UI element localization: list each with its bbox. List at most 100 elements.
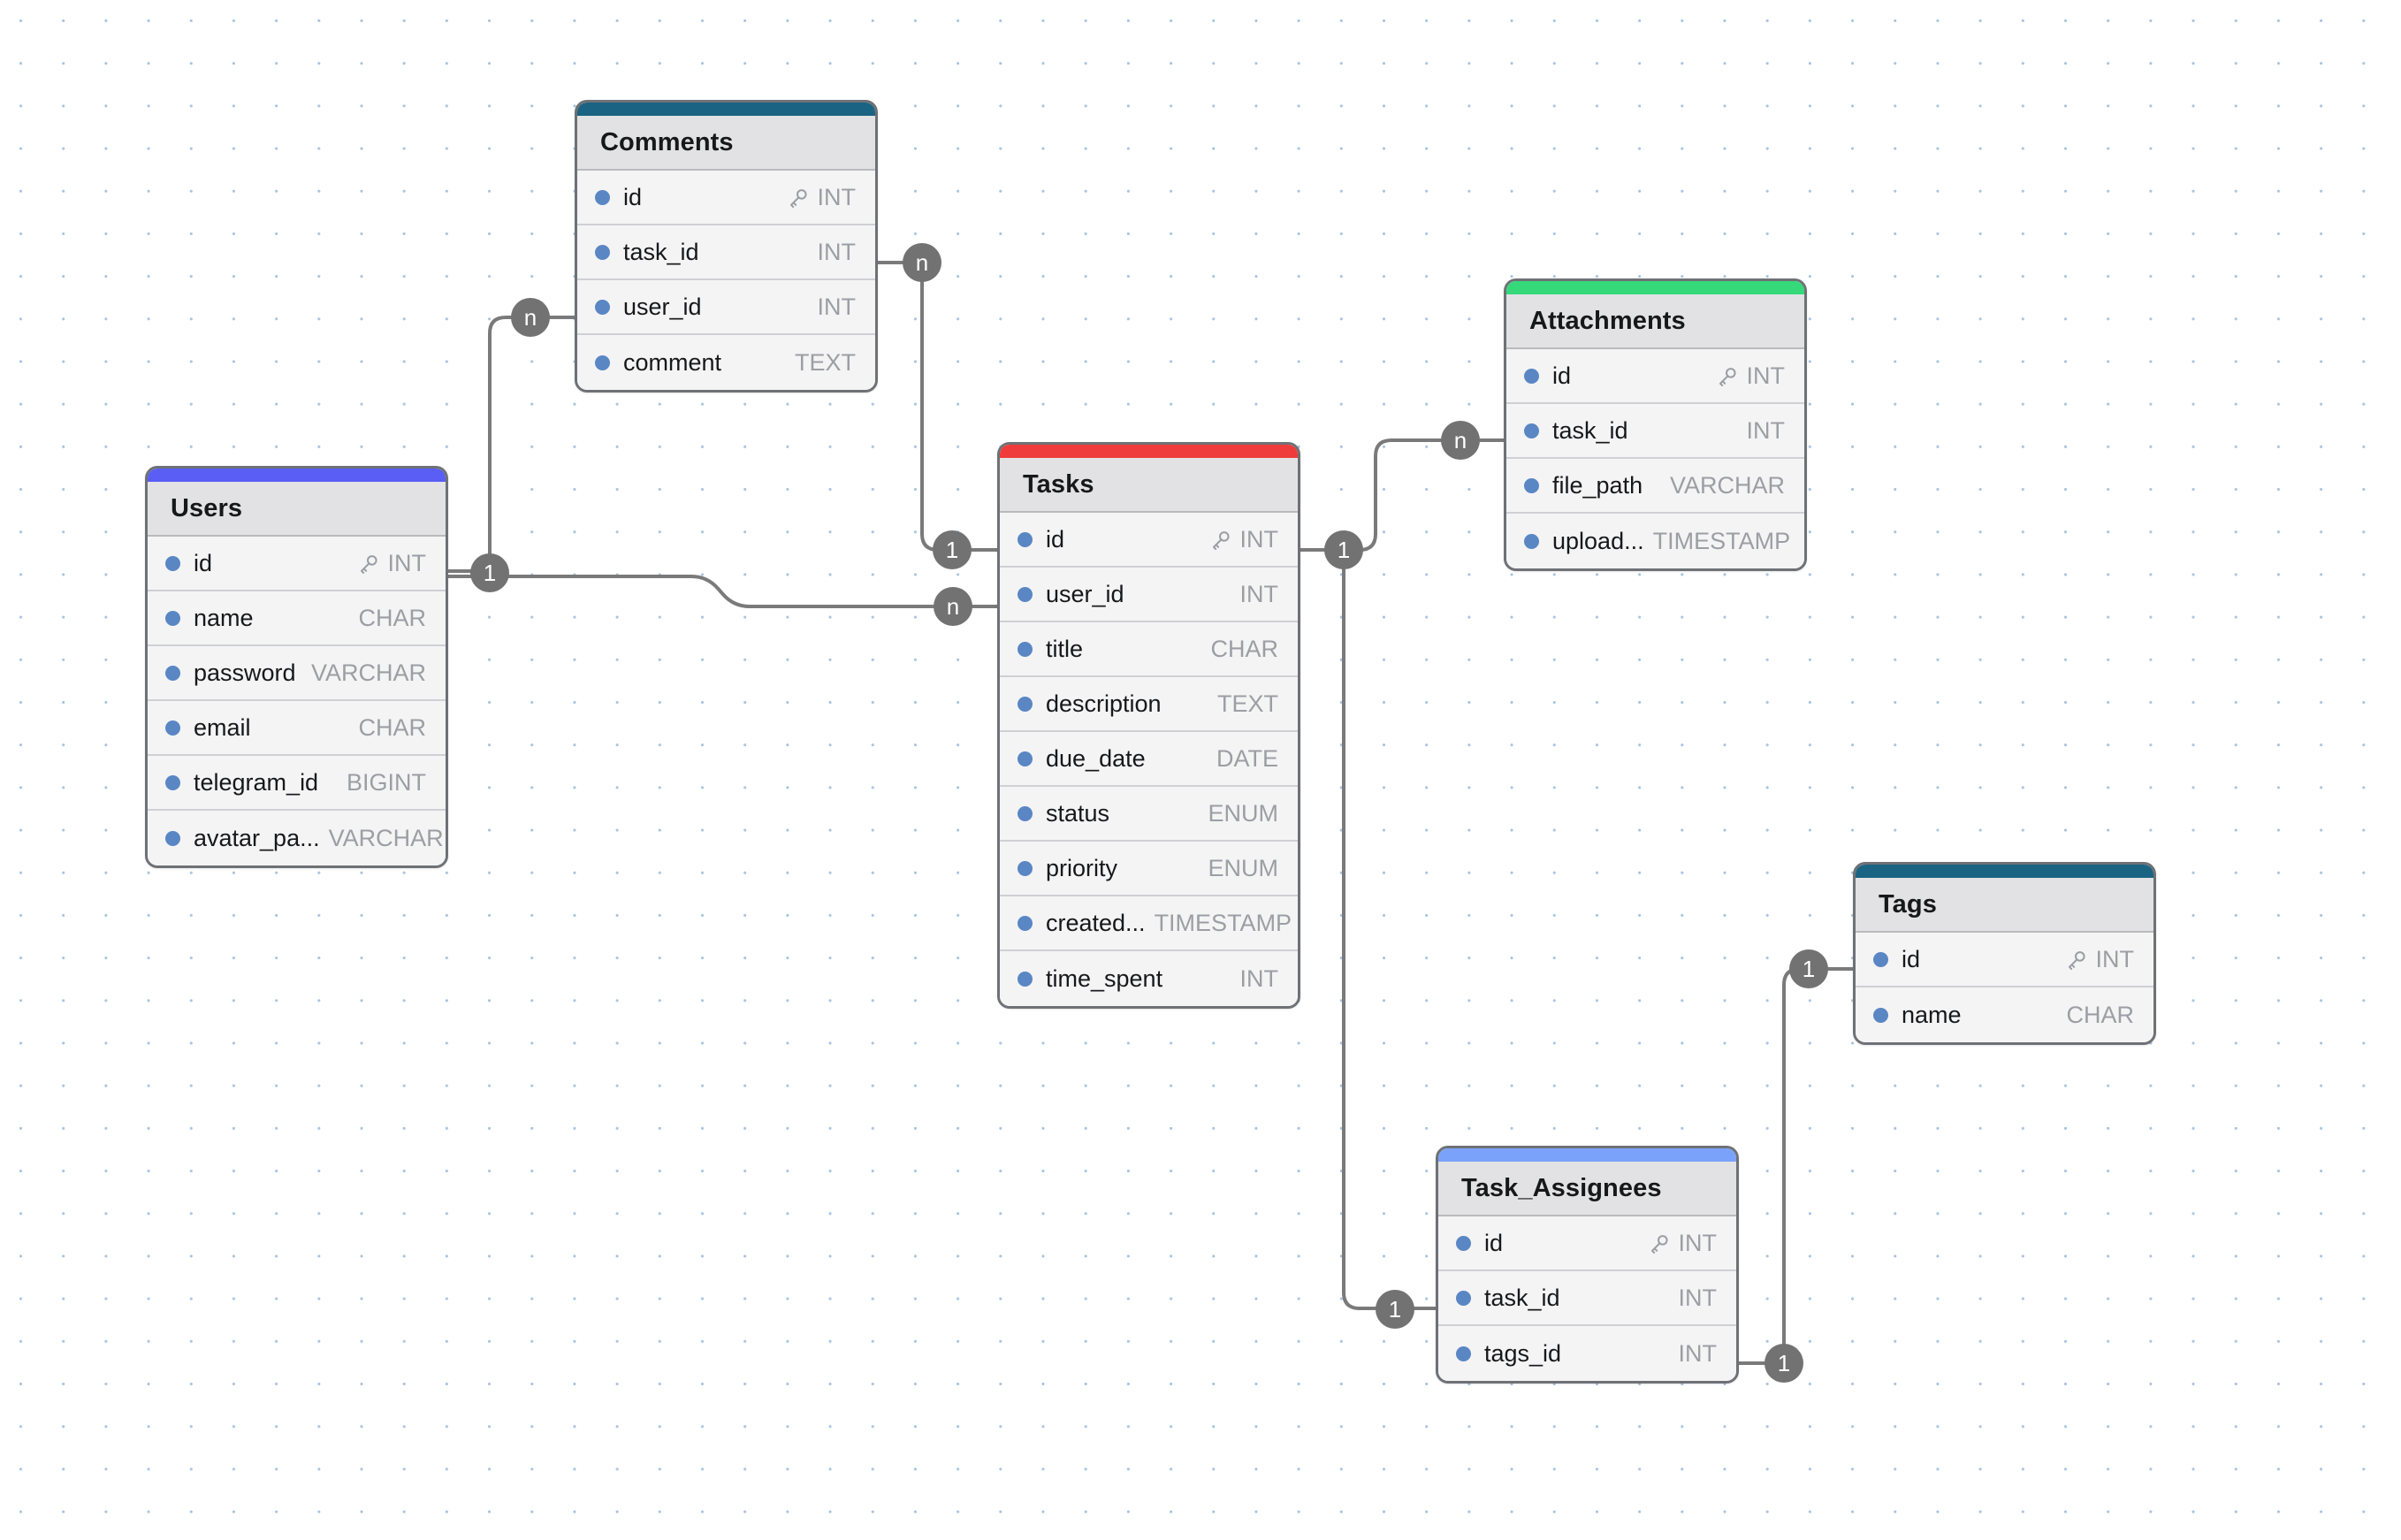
field-type-label: INT — [1678, 1284, 1718, 1311]
field-row-tasks-created[interactable]: created...TIMESTAMP — [1000, 896, 1298, 951]
field-type-label: INT — [817, 238, 857, 265]
field-bullet-icon — [1018, 696, 1033, 712]
field-bullet-icon — [1018, 805, 1033, 821]
field-name-label: id — [1046, 525, 1065, 553]
relationship-edge-tasks-task_assignees[interactable] — [1299, 548, 1437, 1310]
table-title-users: Users — [148, 482, 446, 537]
relationship-edge-users-comments[interactable] — [446, 316, 576, 573]
field-bullet-icon — [595, 299, 610, 315]
field-type-label: TIMESTAMP — [1652, 527, 1791, 554]
field-row-tasks-priority[interactable]: priority ENUM — [1000, 842, 1298, 896]
field-bullet-icon — [1018, 531, 1033, 547]
field-name-label: time_spent — [1046, 964, 1163, 992]
relationship-edge-users-tasks[interactable] — [446, 575, 999, 608]
relationship-edge-tags-task_assignees[interactable] — [1737, 967, 1855, 1365]
table-accent-bar-attachments — [1506, 281, 1804, 294]
cardinality-badge-comments-tasks-1[interactable]: 1 — [933, 530, 972, 569]
field-type-label: INT — [817, 293, 857, 320]
field-bullet-icon — [1524, 368, 1539, 384]
field-name-label: id — [194, 549, 213, 576]
field-name-label: name — [1902, 1001, 1962, 1028]
field-bullet-icon — [1873, 951, 1888, 967]
field-name-label: user_id — [1046, 580, 1124, 607]
table-title-comments: Comments — [577, 116, 875, 171]
cardinality-badge-tags-task_assignees-1[interactable]: 1 — [1789, 949, 1828, 988]
field-type-label: TIMESTAMP — [1154, 909, 1292, 936]
primary-key-icon — [787, 187, 810, 210]
field-type-label: VARCHAR — [310, 659, 426, 686]
field-name-label: upload... — [1552, 527, 1644, 554]
field-row-comments-user_id[interactable]: user_id INT — [577, 280, 875, 335]
field-bullet-icon — [1873, 1007, 1888, 1023]
field-name-label: task_id — [623, 238, 699, 265]
field-bullet-icon — [595, 355, 610, 370]
field-name-label: id — [623, 183, 643, 210]
field-type-label: TEXT — [1216, 690, 1278, 717]
cardinality-badge-tasks-task_assignees-1[interactable]: 1 — [1376, 1290, 1414, 1329]
cardinality-badge-comments-tasks-n[interactable]: n — [903, 243, 941, 282]
field-name-label: user_id — [623, 293, 702, 320]
relationship-edge-tasks-attachments[interactable] — [1299, 438, 1505, 552]
table-title-tasks: Tasks — [1000, 458, 1298, 513]
field-type-label: INT — [1678, 1229, 1718, 1256]
cardinality-badge-tasks-attachments-n[interactable]: n — [1441, 421, 1480, 460]
field-row-tasks-description[interactable]: description TEXT — [1000, 677, 1298, 732]
primary-key-icon — [2065, 949, 2088, 972]
cardinality-badge-users-comments-n[interactable]: n — [511, 298, 550, 337]
cardinality-badge-users-comments-1[interactable]: 1 — [470, 553, 509, 592]
primary-key-icon — [1648, 1232, 1671, 1255]
field-type-label: INT — [2095, 945, 2135, 972]
cardinality-badge-users-tasks-n[interactable]: n — [934, 587, 972, 626]
field-row-comments-id[interactable]: id INT — [577, 171, 875, 225]
primary-key-icon — [1716, 365, 1739, 388]
field-type-label: CHAR — [358, 713, 426, 741]
field-type-label: TEXT — [794, 348, 856, 376]
field-bullet-icon — [1524, 477, 1539, 493]
field-type-label: VARCHAR — [328, 824, 444, 851]
field-row-users-avatar_pa[interactable]: avatar_pa...VARCHAR — [148, 811, 446, 865]
field-row-comments-task_id[interactable]: task_id INT — [577, 225, 875, 280]
table-accent-bar-tasks — [1000, 445, 1298, 458]
relationship-edge-comments-tasks[interactable] — [876, 261, 999, 552]
field-bullet-icon — [1524, 423, 1539, 438]
field-name-label: description — [1046, 690, 1162, 717]
field-row-attachments-upload[interactable]: upload... TIMESTAMP — [1506, 514, 1804, 568]
field-name-label: priority — [1046, 854, 1118, 881]
field-bullet-icon — [165, 610, 180, 626]
field-name-label: task_id — [1552, 416, 1628, 444]
field-type-label: INT — [817, 183, 857, 210]
cardinality-badge-tags-task_assignees-1[interactable]: 1 — [1765, 1344, 1803, 1383]
field-type-label: CHAR — [1210, 635, 1278, 662]
table-title-tags: Tags — [1856, 878, 2153, 933]
field-bullet-icon — [595, 189, 610, 205]
cardinality-badge-tasks-attachments-1[interactable]: 1 — [1324, 530, 1363, 569]
field-type-label: ENUM — [1208, 854, 1279, 881]
